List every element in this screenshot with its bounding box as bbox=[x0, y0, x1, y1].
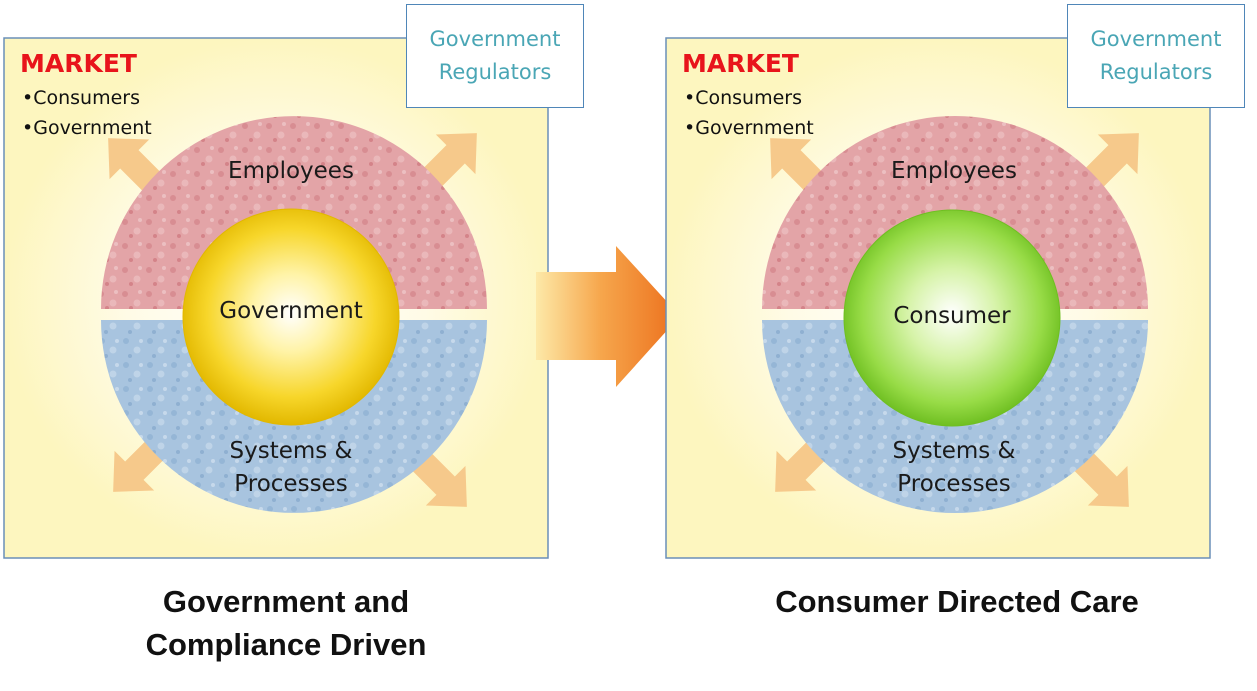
left-systems-line2: Processes bbox=[234, 471, 348, 497]
left-center-label: Government bbox=[219, 298, 363, 324]
left-government-regulators-box: Government Regulators bbox=[406, 4, 584, 108]
transition-arrow bbox=[536, 246, 680, 387]
right-caption: Consumer Directed Care bbox=[775, 584, 1139, 619]
left-caption-line2: Compliance Driven bbox=[145, 627, 427, 662]
left-employees-label: Employees bbox=[228, 158, 354, 184]
right-regulators-line2: Regulators bbox=[1099, 60, 1213, 84]
left-panel bbox=[3, 37, 549, 559]
right-systems-label: Systems & Processes bbox=[854, 435, 1054, 501]
right-center-circle bbox=[843, 209, 1061, 427]
right-systems-line2: Processes bbox=[897, 471, 1011, 497]
right-market-item-government: Government bbox=[684, 117, 814, 139]
right-employees-label: Employees bbox=[891, 158, 1017, 184]
right-market-item-consumers: Consumers bbox=[684, 87, 802, 109]
left-systems-label: Systems & Processes bbox=[191, 435, 391, 501]
left-center-circle bbox=[182, 208, 400, 426]
left-market-item-government: Government bbox=[22, 117, 152, 139]
left-regulators-line2: Regulators bbox=[438, 60, 552, 84]
left-market-title: MARKET bbox=[20, 49, 137, 78]
right-market-title: MARKET bbox=[682, 49, 799, 78]
right-systems-line1: Systems & bbox=[892, 438, 1016, 464]
left-market-item-consumers: Consumers bbox=[22, 87, 140, 109]
left-regulators-line1: Government bbox=[429, 27, 561, 51]
right-regulators-line1: Government bbox=[1090, 27, 1222, 51]
left-systems-line1: Systems & bbox=[229, 438, 353, 464]
left-caption: Government and Compliance Driven bbox=[86, 580, 486, 666]
right-government-regulators-box: Government Regulators bbox=[1067, 4, 1245, 108]
left-caption-line1: Government and bbox=[162, 584, 410, 619]
right-center-label: Consumer bbox=[893, 303, 1011, 329]
